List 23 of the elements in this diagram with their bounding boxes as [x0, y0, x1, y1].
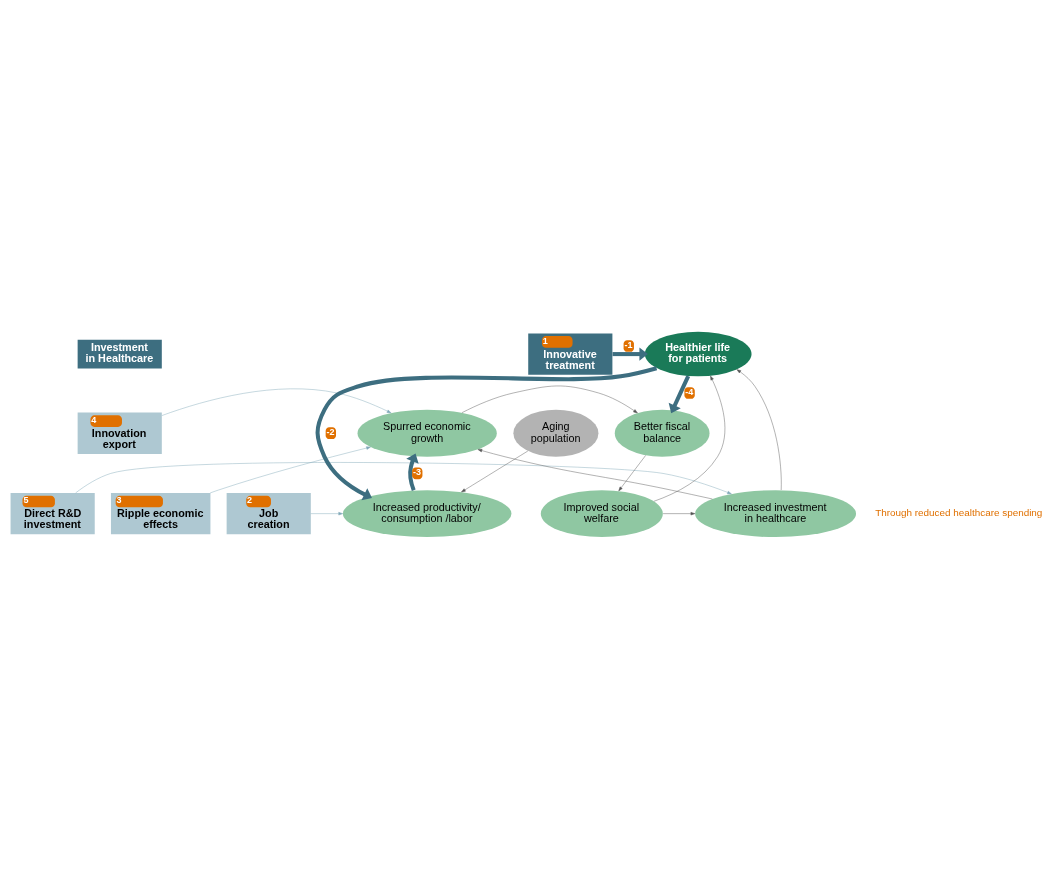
- edge-label: -3: [412, 467, 421, 478]
- edge-label: -1: [624, 339, 633, 350]
- arrow: [315, 366, 658, 501]
- node-ellipse: Improved social welfare: [540, 490, 663, 538]
- arrow: [477, 448, 713, 500]
- edge-label: -2: [326, 427, 335, 438]
- arrow: [461, 385, 638, 414]
- arrow: [736, 369, 782, 491]
- arrow: [75, 462, 732, 495]
- arrow: [406, 453, 419, 491]
- arrow: [612, 347, 648, 361]
- node-box: Investment in Healthcare: [77, 339, 162, 369]
- arrow: [461, 450, 529, 493]
- arrow: [662, 512, 696, 516]
- arrow: [210, 446, 371, 494]
- edge-label: -4: [685, 386, 694, 397]
- arrow: [668, 375, 691, 414]
- arrow: [161, 388, 392, 416]
- label: Through reduced healthcare spending: [875, 507, 1043, 519]
- arrow: [310, 512, 343, 516]
- node-ellipse: Aging population: [513, 409, 599, 457]
- arrow: [653, 375, 726, 502]
- arrow: [618, 455, 646, 492]
